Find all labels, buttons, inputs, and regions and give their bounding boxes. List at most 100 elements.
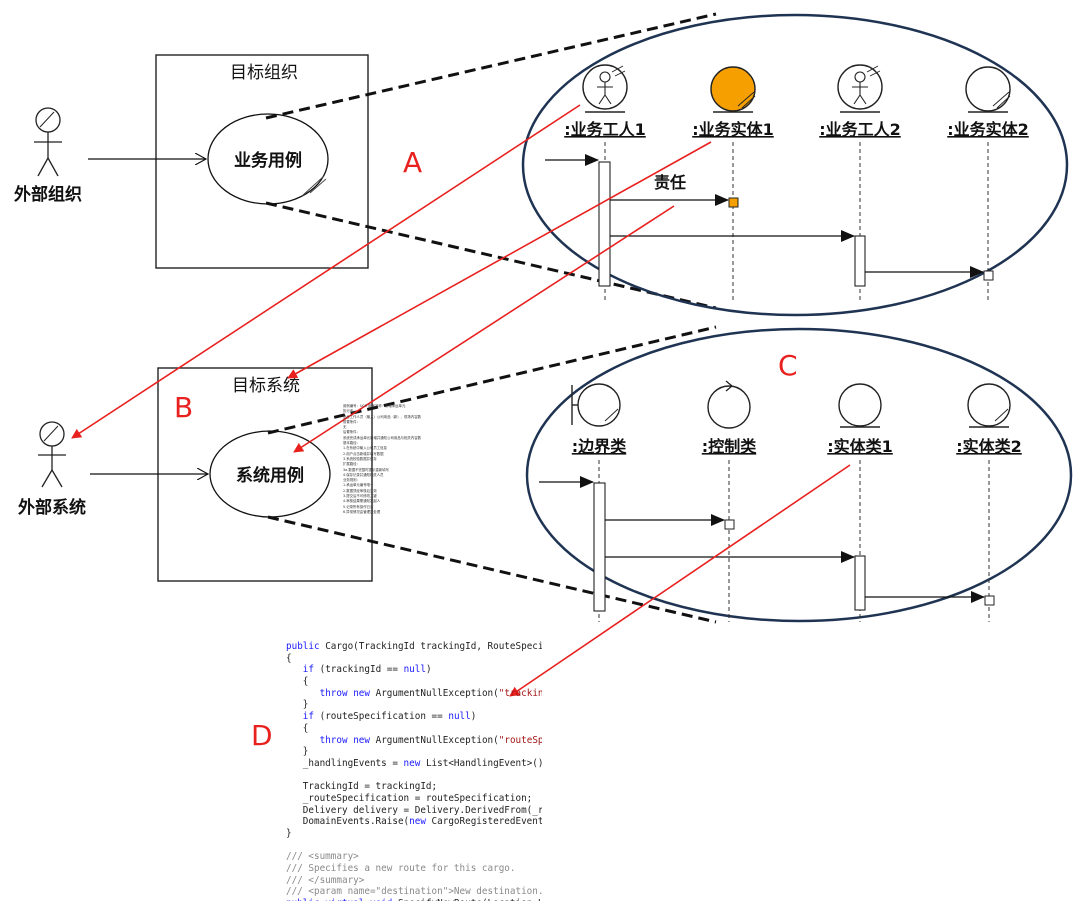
code-line: if (trackingId == null) <box>302 664 432 676</box>
doc-thumbnail-line: 4.审核结果需通知发起人 <box>343 499 381 504</box>
business-worker-1-icon <box>582 64 628 113</box>
activation-box-control <box>724 519 735 530</box>
activation-bar-worker-1 <box>598 161 611 287</box>
zoom-ellipse-top <box>521 13 1069 317</box>
message-responsibility-label: 责任 <box>654 173 686 192</box>
object-label-entity-class-2: :实体类2 <box>956 437 1022 456</box>
letter-a: A <box>403 146 422 179</box>
activation-bar-entity-class-1 <box>854 555 866 611</box>
code-line: _handlingEvents = new List<HandlingEvent… <box>286 757 542 769</box>
use-case-document-thumbnail: 用例编号：UC9 用例名称：新增承运单元执行者：品仓工作人员（输入）公司用品（新… <box>343 404 421 534</box>
object-label-control: :控制类 <box>702 437 757 456</box>
code-line <box>286 840 542 852</box>
business-entity-2-icon <box>965 66 1011 113</box>
zoom-dash-top-2 <box>265 201 717 310</box>
map-entity-class-to-code <box>509 464 851 697</box>
doc-thumbnail-line: 5.记录所有操作日志 <box>343 504 374 509</box>
doc-thumbnail-line: 后置条件： <box>343 430 360 435</box>
activation-bar-worker-2 <box>854 235 866 287</box>
code-line: /// <param name="destination">New destin… <box>286 886 542 898</box>
code-line: Delivery delivery = Delivery.DerivedFrom… <box>302 804 542 816</box>
doc-thumbnail-line: 1.承运单元编号唯一 <box>343 483 374 488</box>
doc-thumbnail-line: 3.系统校验数据并保存 <box>343 456 377 461</box>
code-line <box>286 770 542 782</box>
letter-c: C <box>778 349 798 382</box>
object-label-entity-1: :业务实体1 <box>692 120 774 139</box>
doc-thumbnail-line: 6.异常情况由管理员处理 <box>343 509 381 514</box>
code-line: } <box>286 699 309 711</box>
object-label-worker-2: :业务工人2 <box>819 120 901 139</box>
letter-d: D <box>251 719 273 752</box>
zoom-dash-bottom-1 <box>267 325 717 435</box>
code-line: TrackingId = trackingId; <box>286 781 438 793</box>
doc-thumbnail-line: 3a.数据不完整时提示重新填写 <box>343 467 389 472</box>
object-label-entity-2: :业务实体2 <box>947 120 1029 139</box>
actor-external-org <box>34 107 62 177</box>
entity-class-1-icon <box>838 383 882 428</box>
code-line: public virtual void SpecifyNewRoute(Loca… <box>286 898 542 901</box>
lifelines-bottom <box>598 460 990 622</box>
doc-thumbnail-line: 系统完成承运单元新增并通知公司用品与相关内容数据 <box>343 435 421 440</box>
code-line: throw new ArgumentNullException("trackin… <box>319 687 542 699</box>
code-line: { <box>286 722 309 734</box>
activation-box-entity-2 <box>983 270 994 281</box>
code-line: } <box>286 828 292 839</box>
code-line: /// <summary> <box>286 851 359 863</box>
map-worker1-to-external-system <box>71 104 581 439</box>
activation-box-entity-1 <box>728 197 739 208</box>
code-line: throw new ArgumentNullException("routeSp… <box>319 734 542 746</box>
doc-thumbnail-line: 品仓工作人员（输入）公司用品（新），现场内容数据（新） <box>343 414 421 419</box>
doc-thumbnail-line: 无 <box>343 425 347 430</box>
doc-thumbnail-line: 1.在系统中输入公司员工信息 <box>343 446 387 451</box>
doc-thumbnail-line: 用例编号：UC9 用例名称：新增承运单元 <box>343 404 406 408</box>
target-org-box <box>155 54 369 269</box>
code-line: { <box>286 676 309 688</box>
doc-thumbnail-line: 4.保存记录并通知相关人员 <box>343 472 384 477</box>
activation-bar-boundary <box>593 482 606 612</box>
actor-external-system <box>38 421 66 488</box>
actor-external-org-label: 外部组织 <box>14 184 82 205</box>
doc-thumbnail-line: 前置条件： <box>343 419 360 424</box>
code-line: } <box>286 746 309 758</box>
control-class-icon <box>707 380 751 429</box>
letter-b: B <box>174 391 193 424</box>
zoom-dash-top-1 <box>265 12 717 120</box>
code-snippet: public Cargo(TrackingId trackingId, Rout… <box>286 641 542 901</box>
zoom-ellipse-bottom <box>525 327 1073 623</box>
target-org-title: 目标组织 <box>230 63 298 83</box>
map-entity1-to-target-system <box>287 141 712 379</box>
doc-thumbnail-line: 2.数据须经审核后生效 <box>343 488 377 493</box>
system-usecase-label: 系统用例 <box>236 465 304 486</box>
actor-external-system-label: 外部系统 <box>18 497 86 518</box>
doc-thumbnail-line: 执行者： <box>343 409 357 414</box>
doc-thumbnail-line: 扩展路径： <box>343 462 360 467</box>
entity-class-2-icon <box>967 383 1011 428</box>
business-worker-2-icon <box>837 64 883 113</box>
target-system-title: 目标系统 <box>232 376 300 396</box>
lifelines-top <box>604 142 989 300</box>
business-entity-1-icon <box>710 66 756 113</box>
zoom-dash-bottom-2 <box>267 515 717 624</box>
activation-box-entity-class-2 <box>984 595 995 606</box>
code-line: { <box>286 652 292 664</box>
code-line: if (routeSpecification == null) <box>302 711 477 723</box>
doc-thumbnail-line: 2.用户点击新增并填写数据 <box>343 451 384 456</box>
code-line: _routeSpecification = routeSpecification… <box>286 792 533 804</box>
doc-thumbnail-line: 3.提交后不可修改主键 <box>343 494 377 499</box>
object-label-entity-class-1: :实体类1 <box>827 437 893 456</box>
boundary-class-icon <box>571 383 621 427</box>
code-line: public Cargo(TrackingId trackingId, Rout… <box>286 641 542 652</box>
object-label-worker-1: :业务工人1 <box>564 120 646 139</box>
object-label-boundary: :边界类 <box>572 437 627 456</box>
code-line: DomainEvents.Raise(new CargoRegisteredEv… <box>286 816 542 828</box>
doc-thumbnail-line: 业务规则： <box>343 478 360 483</box>
mapping-arrows <box>71 104 851 697</box>
code-line: /// Specifies a new route for this cargo… <box>286 863 516 875</box>
actor-head-icon <box>39 421 65 447</box>
business-usecase-label: 业务用例 <box>234 150 302 171</box>
code-line: /// </summary> <box>286 874 365 886</box>
doc-thumbnail-line: 基本路径： <box>343 441 360 446</box>
actor-head-icon <box>35 107 61 133</box>
map-responsibility-to-system-usecase <box>293 205 675 453</box>
